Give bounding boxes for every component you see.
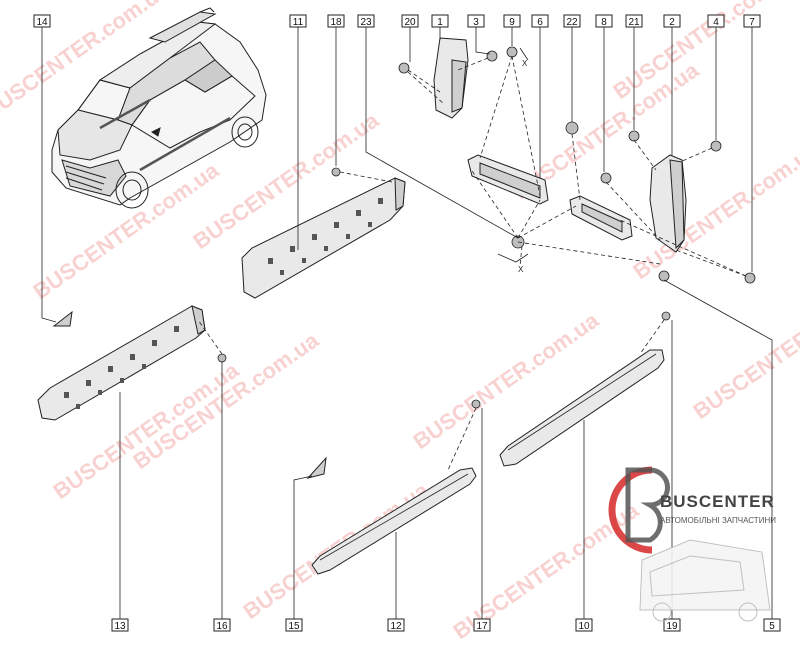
callout-20: 20 xyxy=(401,14,419,28)
clip-9 xyxy=(506,46,518,58)
callout-19: 19 xyxy=(663,618,681,632)
callout-2: 2 xyxy=(663,14,681,28)
callout-label: 11 xyxy=(293,17,304,28)
part-8-trim xyxy=(569,195,633,241)
part-12-sill-strip xyxy=(311,467,477,575)
callout-16: 16 xyxy=(213,618,231,632)
callout-label: 23 xyxy=(360,17,372,28)
callout-label: 4 xyxy=(713,17,719,28)
assembly-lines xyxy=(197,55,747,471)
callout-label: 7 xyxy=(749,17,755,28)
clip-22 xyxy=(565,121,579,135)
logo-title: BUSCENTER xyxy=(660,492,775,511)
callout-label: 8 xyxy=(601,17,607,28)
clip-19 xyxy=(661,311,671,321)
clip-18 xyxy=(331,167,341,177)
callout-17: 17 xyxy=(473,618,491,632)
part-10-sill-strip xyxy=(499,349,665,467)
callout-label: 5 xyxy=(769,621,775,632)
callout-label: 21 xyxy=(628,17,640,28)
callout-5: 5 xyxy=(763,618,781,632)
logo-subtitle: АВТОМОБІЛЬНІ ЗАПЧАСТИНИ xyxy=(660,516,776,525)
part-15-trim-piece xyxy=(306,456,327,479)
clip-21 xyxy=(628,130,640,142)
callout-label: 10 xyxy=(578,621,590,632)
part-11-door-moulding xyxy=(241,177,406,299)
axis-markers: X X xyxy=(497,47,529,274)
callout-12: 12 xyxy=(387,618,405,632)
callout-1: 1 xyxy=(431,14,449,28)
callout-23: 23 xyxy=(357,14,375,28)
clip-3 xyxy=(486,50,498,62)
callout-8: 8 xyxy=(595,14,613,28)
callout-label: 9 xyxy=(509,17,515,28)
part-1-bracket xyxy=(433,37,469,119)
callout-label: 1 xyxy=(437,17,443,28)
clip-17 xyxy=(471,399,481,409)
leader-lines xyxy=(41,26,773,620)
callout-label: 15 xyxy=(288,621,300,632)
buscenter-logo: BUSCENTER АВТОМОБІЛЬНІ ЗАПЧАСТИНИ xyxy=(608,466,776,622)
callout-14: 14 xyxy=(33,14,51,28)
callout-13: 13 xyxy=(111,618,129,632)
callout-label: 2 xyxy=(669,17,675,28)
clip-5 xyxy=(658,270,670,282)
callout-label: 3 xyxy=(473,17,479,28)
callout-4: 4 xyxy=(707,14,725,28)
callout-label: 12 xyxy=(390,621,402,632)
axis-label: X xyxy=(518,265,524,274)
callout-22: 22 xyxy=(563,14,581,28)
callout-3: 3 xyxy=(467,14,485,28)
axis-label: X xyxy=(522,59,528,68)
vehicle-illustration xyxy=(51,7,267,209)
part-6-trim xyxy=(467,154,549,205)
callout-label: 16 xyxy=(216,621,228,632)
callout-11: 11 xyxy=(289,14,307,28)
callout-label: 18 xyxy=(330,17,342,28)
part-2-bracket xyxy=(649,154,687,253)
watermark-text: BUSCENTER.com.ua xyxy=(689,277,800,424)
callout-9: 9 xyxy=(503,14,521,28)
callout-7: 7 xyxy=(743,14,761,28)
callout-label: 17 xyxy=(476,621,488,632)
callout-21: 21 xyxy=(625,14,643,28)
callout-6: 6 xyxy=(531,14,549,28)
callout-18: 18 xyxy=(327,14,345,28)
callout-label: 19 xyxy=(666,621,678,632)
callout-label: 14 xyxy=(36,17,48,28)
callout-10: 10 xyxy=(575,618,593,632)
clip-16 xyxy=(217,353,227,363)
callout-15: 15 xyxy=(285,618,303,632)
part-14-trim-piece xyxy=(52,310,73,327)
watermark-text: BUSCENTER.com.ua xyxy=(409,307,604,454)
callout-label: 13 xyxy=(114,621,126,632)
clip-7 xyxy=(744,272,756,284)
clip-20 xyxy=(398,62,410,74)
clip-4 xyxy=(710,140,722,152)
clip-8 xyxy=(600,172,612,184)
callout-label: 20 xyxy=(404,17,416,28)
callout-label: 6 xyxy=(537,17,543,28)
callout-label: 22 xyxy=(566,17,578,28)
